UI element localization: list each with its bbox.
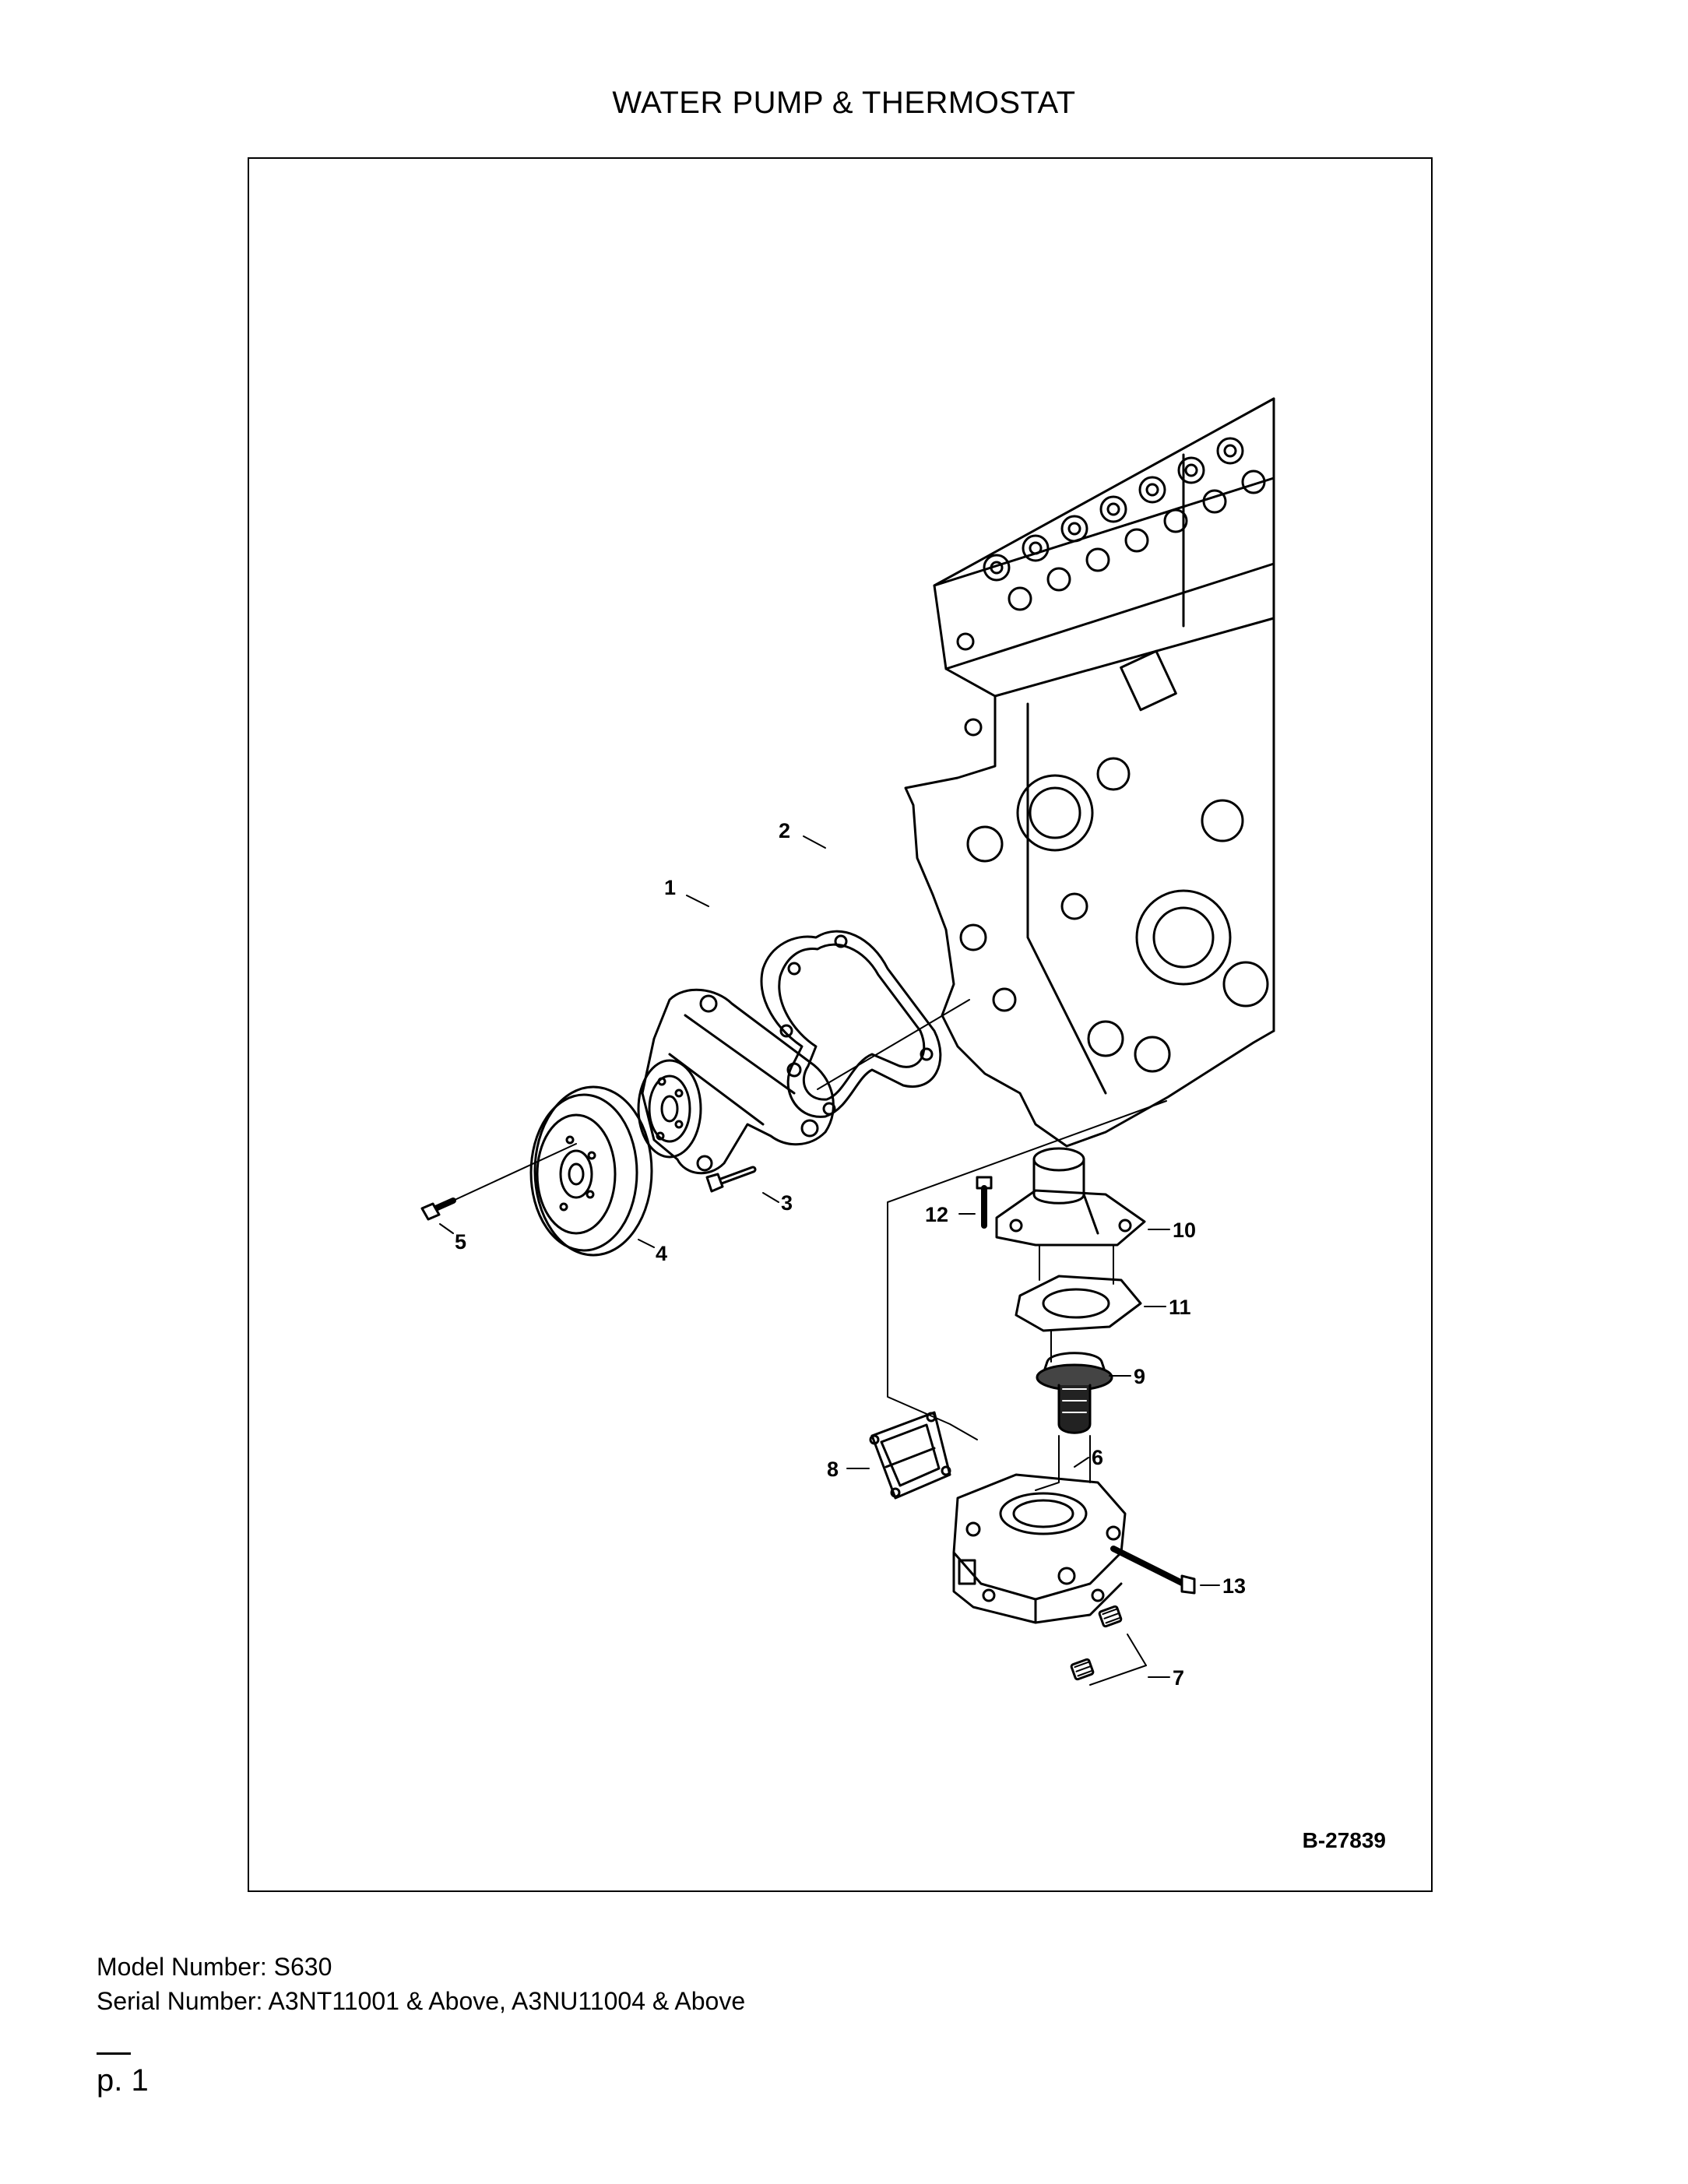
- plugs-7-illustration: [1070, 1605, 1123, 1681]
- fan-pulley-illustration: [529, 1085, 653, 1257]
- water-pump-illustration: [637, 988, 835, 1175]
- parts-diagram: 1 2 3 4 5 6 7 8 9 10 11 12 13: [420, 397, 1275, 1690]
- page-number: p. 1: [97, 2063, 149, 2098]
- callout-4: 4: [656, 1242, 667, 1265]
- thermostat-gasket-illustration: [1015, 1275, 1142, 1332]
- callout-12: 12: [925, 1203, 948, 1226]
- housing-gasket-illustration: [869, 1411, 951, 1500]
- callout-2: 2: [779, 819, 790, 842]
- callout-3: 3: [781, 1191, 793, 1215]
- parts-diagram-frame: 1 2 3 4 5 6 7 8 9 10 11 12 13 B-27839: [248, 157, 1433, 1892]
- callout-13: 13: [1222, 1574, 1246, 1598]
- callout-5: 5: [455, 1230, 466, 1254]
- callout-9: 9: [1134, 1365, 1145, 1388]
- page-divider: [97, 2052, 131, 2055]
- water-pump-gasket-illustration: [760, 930, 942, 1118]
- bolt-3-illustration: [705, 1166, 757, 1193]
- thermostat-illustration: [1036, 1352, 1113, 1434]
- callout-10: 10: [1173, 1219, 1196, 1242]
- page-title: WATER PUMP & THERMOSTAT: [612, 86, 1076, 120]
- callout-6: 6: [1092, 1446, 1103, 1469]
- thermostat-cover-illustration: [995, 1147, 1146, 1247]
- bolt-12-illustration: [976, 1176, 993, 1229]
- engine-block-illustration: [904, 397, 1275, 1148]
- thermostat-housing-illustration: [952, 1473, 1127, 1624]
- callout-leaders: [439, 835, 1220, 1686]
- callout-11: 11: [1169, 1296, 1191, 1319]
- bolt-5-illustration: [420, 1198, 456, 1221]
- callout-7: 7: [1173, 1666, 1184, 1690]
- model-number: Model Number: S630: [97, 1953, 332, 1981]
- callout-1: 1: [664, 876, 676, 899]
- callout-8: 8: [827, 1458, 839, 1481]
- figure-id: B-27839: [1302, 1828, 1386, 1852]
- bolt-13-illustration: [1110, 1546, 1196, 1595]
- serial-number: Serial Number: A3NT11001 & Above, A3NU11…: [97, 1987, 746, 2015]
